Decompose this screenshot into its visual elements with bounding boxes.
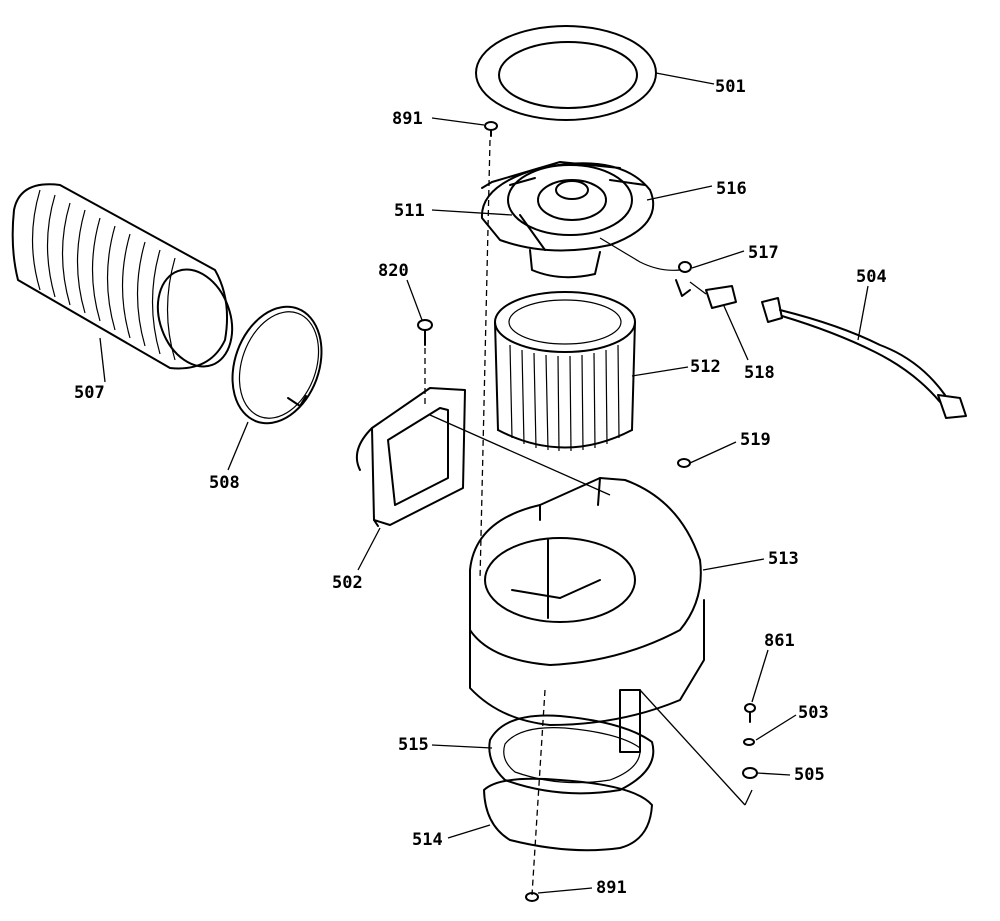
part-505-nut — [742, 767, 758, 779]
part-891-top-screw — [484, 121, 498, 137]
callout-512: 512 — [690, 357, 721, 377]
callout-502: 502 — [332, 573, 363, 593]
callout-517: 517 — [748, 243, 779, 263]
assembly-axis-line — [479, 139, 491, 581]
callout-514: 514 — [412, 830, 443, 850]
callout-891-top: 891 — [392, 109, 423, 129]
part-820-screw — [417, 319, 433, 346]
callout-519: 519 — [740, 430, 771, 450]
part-502-adapter-frame — [356, 387, 611, 527]
part-508-clamp — [231, 305, 323, 425]
callout-504: 504 — [856, 267, 887, 287]
part-504-wire-harness — [761, 297, 967, 419]
part-891-bottom-screw — [525, 892, 539, 902]
part-516-motor-mount — [480, 161, 681, 279]
part-514-bottom-plate — [483, 777, 653, 852]
callout-518: 518 — [744, 363, 775, 383]
part-503-washer — [743, 738, 755, 746]
assembly-axis-line-lower — [531, 689, 546, 896]
leader-lines — [99, 72, 869, 894]
part-519-washer — [677, 458, 691, 468]
part-501-gasket-ring — [475, 25, 657, 121]
callout-505: 505 — [794, 765, 825, 785]
callout-820: 820 — [378, 261, 409, 281]
callout-511: 511 — [394, 201, 425, 221]
part-507-flex-duct — [11, 183, 234, 370]
callout-861: 861 — [764, 631, 795, 651]
callout-515: 515 — [398, 735, 429, 755]
callout-891-bottom: 891 — [596, 878, 627, 898]
callout-501: 501 — [715, 77, 746, 97]
callout-516: 516 — [716, 179, 747, 199]
callout-507: 507 — [74, 383, 105, 403]
callout-508: 508 — [209, 473, 240, 493]
part-517-sensor — [675, 261, 692, 297]
callout-513: 513 — [768, 549, 799, 569]
part-518-connector — [689, 281, 737, 309]
callout-503: 503 — [798, 703, 829, 723]
part-513-blower-housing — [469, 477, 753, 806]
part-861-screw — [744, 703, 756, 723]
part-512-blower-wheel — [494, 291, 636, 452]
